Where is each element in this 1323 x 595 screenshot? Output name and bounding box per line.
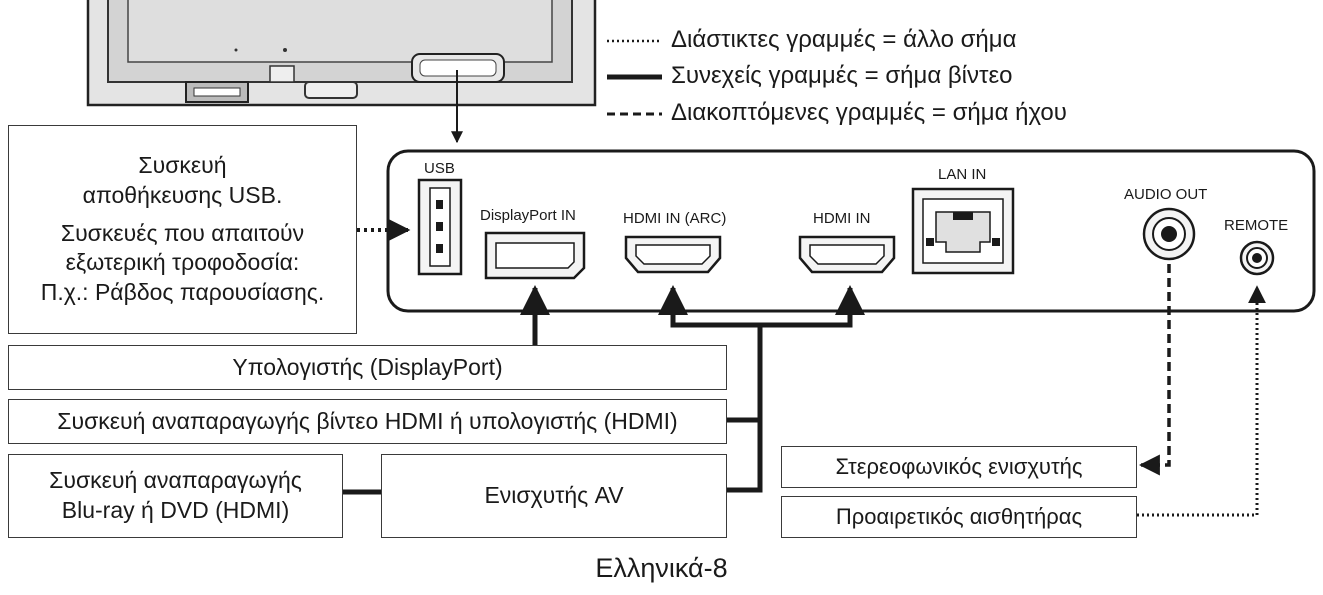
pc-displayport-label: Υπολογιστής (DisplayPort): [232, 353, 503, 380]
audio-out-jack-icon: [1142, 207, 1196, 261]
usb-label: USB: [424, 160, 455, 177]
monitor-rear-illustration: [86, 0, 597, 107]
hdmi-arc-port-icon: [624, 235, 722, 274]
optional-sensor-box: Προαιρετικός αισθητήρας: [781, 496, 1137, 538]
stereo-amplifier-box: Στερεοφωνικός ενισχυτής: [781, 446, 1137, 488]
legend-dashed-label: Διακοπτόμενες γραμμές = σήμα ήχου: [671, 99, 1067, 126]
displayport-label: DisplayPort IN: [480, 207, 576, 224]
usb-power-line3: Π.χ.: Ράβδος παρουσίασης.: [40, 279, 325, 306]
pc-displayport-box: Υπολογιστής (DisplayPort): [8, 345, 727, 390]
lan-port-icon: [911, 187, 1015, 275]
bluray-player-box: Συσκευή αναπαραγωγής Blu-ray ή DVD (HDMI…: [8, 454, 343, 538]
remote-dotted-wire: [1137, 285, 1266, 517]
bluray-line2: Blu-ray ή DVD (HDMI): [61, 497, 290, 523]
legend-lines: [607, 39, 662, 116]
remote-jack-icon: [1239, 240, 1275, 276]
legend-dotted-label: Διάστικτες γραμμές = άλλο σήμα: [671, 26, 1017, 53]
usb-storage-line1: Συσκευή: [138, 151, 227, 178]
audio-out-label: AUDIO OUT: [1124, 186, 1208, 203]
legend-solid-label: Συνεχείς γραμμές = σήμα βίντεο: [671, 62, 1013, 89]
remote-label: REMOTE: [1224, 217, 1289, 234]
hdmi-port-icon: [798, 235, 896, 274]
usb-storage-line2: αποθήκευσης USB.: [82, 181, 283, 208]
usb-devices-box: Συσκευή αποθήκευσης USB. Συσκευές που απ…: [8, 125, 357, 334]
usb-power-line1: Συσκευές που απαιτούν: [60, 219, 305, 246]
usb-port-icon: [417, 178, 463, 276]
page-footer: Ελληνικά-8: [595, 553, 728, 583]
usb-power-line2: εξωτερική τροφοδοσία:: [65, 249, 300, 276]
optional-sensor-label: Προαιρετικός αισθητήρας: [835, 503, 1083, 529]
hdmi-wires: [343, 285, 865, 495]
displayport-icon: [484, 231, 586, 280]
lan-label: LAN IN: [938, 166, 987, 183]
hdmi-arc-label: HDMI IN (ARC): [623, 210, 727, 227]
av-amplifier-box: Ενισχυτής AV: [381, 454, 727, 538]
bluray-line1: Συσκευή αναπαραγωγής: [49, 467, 302, 494]
hdmi-player-box: Συσκευή αναπαραγωγής βίντεο HDMI ή υπολο…: [8, 399, 727, 444]
hdmi-player-label: Συσκευή αναπαραγωγής βίντεο HDMI ή υπολο…: [57, 407, 678, 434]
stereo-amplifier-label: Στερεοφωνικός ενισχυτής: [835, 453, 1083, 479]
av-amplifier-label: Ενισχυτής AV: [484, 482, 624, 509]
audio-dashed-wire: [1138, 264, 1171, 476]
hdmi-label: HDMI IN: [813, 210, 871, 227]
